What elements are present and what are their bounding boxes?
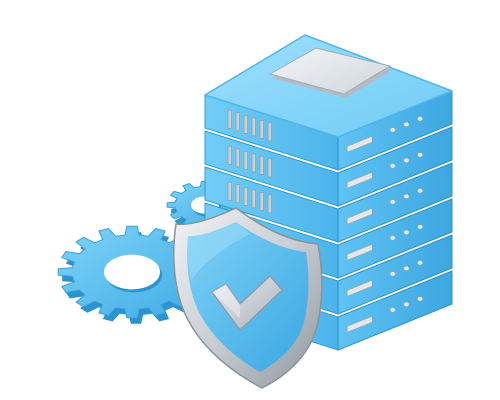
status-led bbox=[389, 127, 396, 133]
status-led bbox=[417, 224, 423, 230]
status-led bbox=[403, 265, 410, 271]
status-led bbox=[403, 157, 410, 163]
vent-slot bbox=[267, 122, 272, 142]
drive-slot bbox=[346, 243, 373, 261]
status-led bbox=[417, 116, 423, 122]
status-led bbox=[389, 199, 396, 205]
drive-slot bbox=[346, 315, 373, 333]
drive-slot bbox=[346, 279, 373, 297]
vent-slot bbox=[259, 192, 264, 211]
status-led bbox=[417, 296, 423, 302]
vent-slot bbox=[235, 112, 240, 132]
vent-slot bbox=[235, 184, 240, 204]
status-led bbox=[389, 235, 396, 241]
gear-front-icon bbox=[57, 225, 210, 324]
vent-slot bbox=[227, 181, 232, 201]
status-led bbox=[403, 121, 410, 127]
vent-slot bbox=[227, 145, 232, 165]
status-led bbox=[417, 188, 423, 194]
status-led bbox=[389, 271, 396, 277]
status-led bbox=[417, 260, 423, 266]
shield-check-icon bbox=[173, 207, 323, 389]
status-led bbox=[389, 163, 396, 169]
status-led bbox=[403, 229, 410, 235]
vent-slot bbox=[267, 158, 272, 178]
check-icon bbox=[211, 275, 283, 331]
vent-slot bbox=[251, 117, 256, 137]
vent-slot bbox=[235, 148, 240, 168]
server-top-panel bbox=[268, 47, 392, 95]
vent-slot bbox=[243, 187, 248, 206]
vent-slot bbox=[267, 194, 272, 214]
vent-slot bbox=[259, 120, 264, 139]
vent-slot bbox=[243, 115, 248, 134]
status-led bbox=[389, 307, 396, 313]
drive-slot bbox=[346, 135, 373, 153]
status-led bbox=[403, 301, 410, 307]
vent-slot bbox=[243, 151, 248, 170]
server-unit bbox=[204, 126, 453, 207]
vent-slot bbox=[259, 156, 264, 175]
status-led bbox=[403, 193, 410, 199]
server-unit bbox=[204, 162, 453, 243]
drive-slot bbox=[346, 171, 373, 189]
status-led bbox=[417, 152, 423, 158]
drive-slot bbox=[346, 207, 373, 225]
vent-slot bbox=[227, 109, 232, 129]
vent-slot bbox=[251, 189, 256, 209]
vent-slot bbox=[251, 153, 256, 173]
